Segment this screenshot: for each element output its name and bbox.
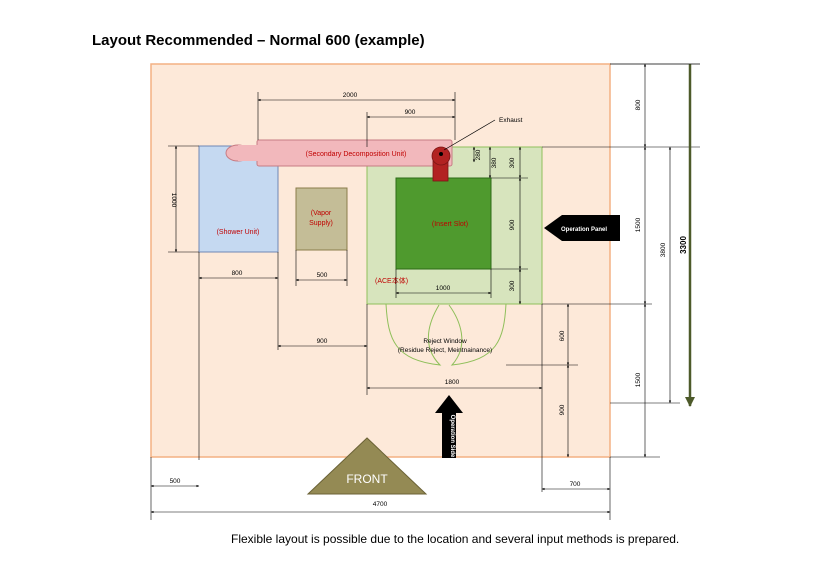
dim-4700: 4700 <box>373 501 388 508</box>
dim-3800: 3800 <box>660 242 667 257</box>
insert-slot-label: (Insert Slot) <box>432 221 468 228</box>
dim-1500-lower: 1500 <box>635 372 642 387</box>
vapor-supply <box>295 187 348 251</box>
dim-300-top: 300 <box>509 157 516 168</box>
dim-1800: 1800 <box>445 379 460 386</box>
insert-slot <box>395 177 492 270</box>
front-label: FRONT <box>346 472 388 486</box>
shower-unit-label: (Shower Unit) <box>217 229 260 236</box>
footer-note: Flexible layout is possible due to the l… <box>231 532 680 546</box>
dim-700: 700 <box>570 481 581 488</box>
operation-panel-label: Operation Panel <box>561 227 607 233</box>
dim-1000-slot: 1000 <box>436 285 451 292</box>
reject-window-door-right <box>448 303 507 366</box>
reject-window-door-left <box>385 303 442 366</box>
exhaust-label: Exhaust <box>499 117 523 124</box>
ace-body-label: (ACE本体) <box>375 276 408 285</box>
dim-900-slot: 900 <box>509 219 516 230</box>
dim-1000-left: 1000 <box>170 193 177 208</box>
operation-side-label: Operation Side <box>449 415 455 458</box>
dim-900-front: 900 <box>559 404 566 415</box>
vapor-supply-label-line1: (Vapor <box>311 210 332 217</box>
dim-800-right: 800 <box>635 99 642 110</box>
dim-300-bottom: 300 <box>509 280 516 291</box>
operation-side-arrow <box>435 395 463 458</box>
operation-panel-arrow <box>544 215 620 241</box>
dim-380: 380 <box>491 157 498 168</box>
dim-800: 800 <box>232 270 243 277</box>
reject-window-label-line1: Reject Window <box>423 338 467 345</box>
vapor-supply-label-line2: Supply) <box>309 220 333 227</box>
dim-500-bottom: 500 <box>170 478 181 485</box>
secondary-decomposition-label: (Secondary Decomposition Unit) <box>306 151 407 158</box>
reject-window-label-line2: (Residue Reject, Meintnainance) <box>398 347 492 354</box>
page-title: Layout Recommended – Normal 600 (example… <box>92 32 425 49</box>
dim-500-vapor: 500 <box>317 272 328 279</box>
dim-600: 600 <box>559 330 566 341</box>
dim-2000: 2000 <box>343 92 358 99</box>
dim-280: 280 <box>475 149 482 160</box>
dim-900-mid: 900 <box>317 338 328 345</box>
dim-1500-upper: 1500 <box>635 217 642 232</box>
dim-3300: 3300 <box>679 236 688 254</box>
front-indicator <box>306 437 428 495</box>
dim-900-top: 900 <box>405 109 416 116</box>
